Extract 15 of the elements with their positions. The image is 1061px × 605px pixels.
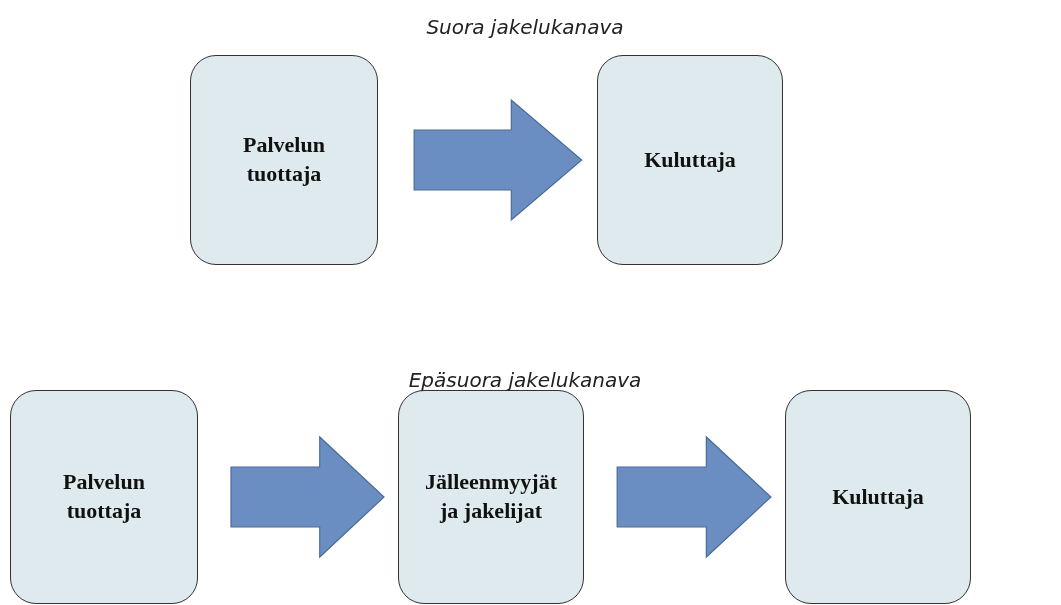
process-box [597, 55, 783, 265]
box-text: Palvelun tuottaja [242, 131, 326, 188]
box-text: Kuluttaja [643, 145, 737, 174]
block-arrow [413, 98, 583, 222]
process-box [785, 390, 971, 604]
block-arrow [230, 435, 385, 559]
box-text: Kuluttaja [831, 482, 925, 511]
block-arrow [616, 435, 772, 559]
process-box [10, 390, 198, 604]
box-text: Palvelun tuottaja [62, 468, 146, 525]
section-heading: Suora jakelukanava [426, 15, 624, 39]
section-heading: Epäsuora jakelukanava [408, 368, 642, 392]
process-box [398, 390, 584, 604]
process-box [190, 55, 378, 265]
box-text: Jälleenmyyjät ja jakelijat [424, 468, 558, 525]
